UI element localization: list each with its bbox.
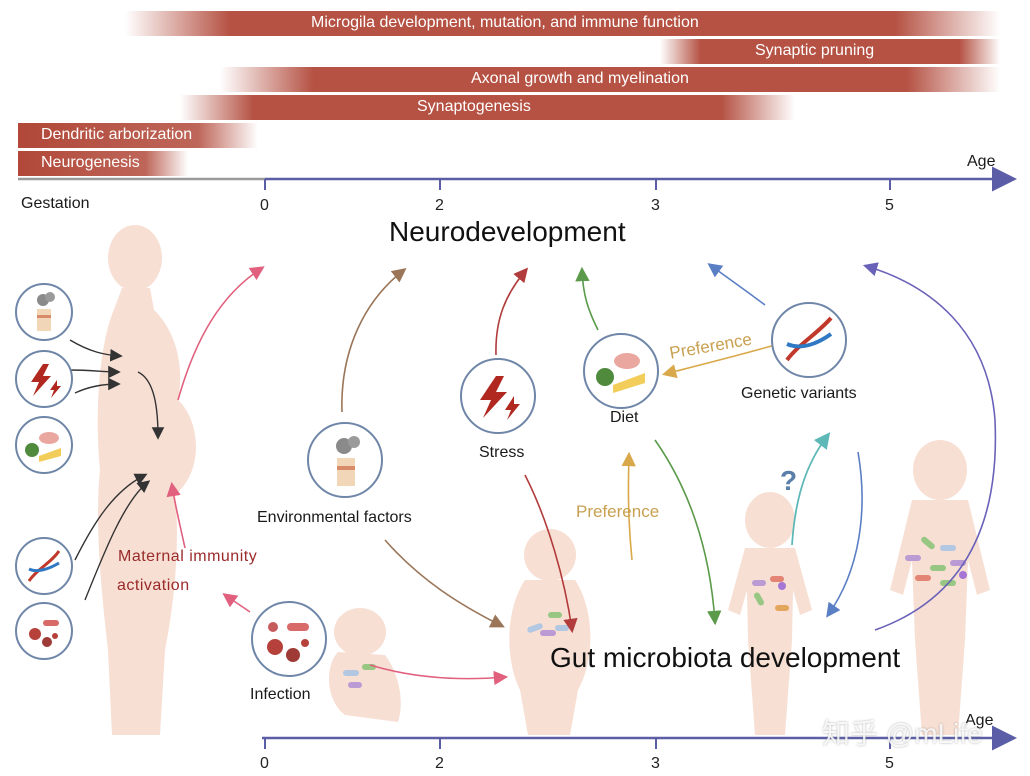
- diet-label: Diet: [610, 409, 639, 426]
- bottom-tick-3: 3: [651, 755, 660, 772]
- arrow-env-to-neuro: [341, 268, 407, 413]
- pollution-icon: [15, 283, 73, 341]
- bar-dendritic: [18, 123, 258, 148]
- bar-label-synaptic-pruning: Synaptic pruning: [660, 39, 1000, 63]
- bar-label-microglia: Microgila development, mutation, and imm…: [125, 11, 1000, 35]
- arrow-genetic-to-neuro: [707, 263, 766, 306]
- axis-gestation-label: Gestation: [21, 195, 90, 212]
- infection-label: Infection: [250, 686, 311, 703]
- arrow-genetic-to-gut: [826, 451, 863, 618]
- maternal-immunity-label: Maternal immunity: [118, 548, 258, 565]
- bar-text: Axonal growth and myelination: [471, 70, 689, 87]
- stress-bolt-icon: [15, 350, 73, 408]
- arrow-gut-to-neuro: [862, 262, 997, 631]
- arrow-preference-top: [661, 344, 776, 379]
- preference-label-mid: Preference: [576, 502, 660, 521]
- microbe-icon-left: [15, 602, 73, 660]
- arrow-env-to-gut: [384, 539, 505, 628]
- arrow-diet-to-neuro: [575, 266, 599, 331]
- bar-label-dendritic: Dendritic arborization: [18, 123, 258, 147]
- bar-synaptic-pruning: [660, 39, 1000, 64]
- dna-icon-left: [15, 537, 73, 595]
- gut-microbiota-title: Gut microbiota development: [550, 642, 901, 673]
- exposure-arrows: [69, 339, 165, 601]
- bar-label-axonal: Axonal growth and myelination: [220, 67, 1000, 91]
- axis-age-label-bottom: Age: [965, 712, 994, 729]
- arrow-gut-to-genetic: [791, 432, 831, 546]
- genetic-variants-icon: [771, 302, 847, 378]
- bottom-tick-2: 2: [435, 755, 444, 772]
- arrow-maternal-to-neuro: [177, 266, 265, 401]
- top-tick-5: 5: [885, 197, 894, 214]
- arrow-infection-up: [222, 593, 251, 613]
- bar-synaptogenesis: [180, 95, 795, 120]
- arrow-maternal-immunity: [166, 481, 186, 549]
- arrow-diet-to-gut: [654, 439, 722, 626]
- top-tick-0: 0: [260, 197, 269, 214]
- bar-text: Microgila development, mutation, and imm…: [311, 14, 699, 31]
- top-tick-2: 2: [435, 197, 444, 214]
- bar-text: Neurogenesis: [41, 154, 140, 171]
- bottom-tick-5: 5: [885, 755, 894, 772]
- bar-text: Dendritic arborization: [41, 126, 193, 143]
- bar-axonal-growth: [220, 67, 1000, 92]
- arrow-stress-to-neuro: [495, 267, 529, 356]
- neurodevelopment-title: Neurodevelopment: [389, 216, 626, 247]
- arrow-stress-to-gut: [524, 474, 578, 634]
- diet-icon: [583, 333, 659, 409]
- genetic-variants-label: Genetic variants: [741, 385, 857, 402]
- arrow-preference-mid: [621, 451, 636, 561]
- bar-label-synaptogenesis: Synaptogenesis: [180, 95, 795, 119]
- older-child-figure: [890, 440, 990, 735]
- bar-text: Synaptogenesis: [417, 98, 531, 115]
- bar-microglia: [125, 11, 1000, 36]
- axis-age-label-top: Age: [967, 153, 996, 170]
- pregnant-woman-figure: [97, 225, 197, 735]
- stress-icon: [460, 358, 536, 434]
- infant-figure: [328, 608, 401, 722]
- bottom-tick-0: 0: [260, 755, 269, 772]
- watermark: 知乎 @mLife: [822, 718, 983, 749]
- food-icon: [15, 416, 73, 474]
- bar-neurogenesis: [18, 151, 188, 176]
- arrow-infant-to-toddler: [369, 664, 509, 686]
- stress-label: Stress: [479, 444, 525, 461]
- infection-icon: [251, 601, 327, 677]
- bar-text: Synaptic pruning: [755, 42, 875, 59]
- top-tick-3: 3: [651, 197, 660, 214]
- question-mark: ?: [780, 465, 798, 496]
- environmental-factors-icon: [307, 422, 383, 498]
- maternal-activation-label: activation: [117, 577, 190, 594]
- child-figure: [728, 492, 812, 735]
- bar-label-neurogenesis: Neurogenesis: [18, 151, 188, 175]
- environmental-factors-label: Environmental factors: [257, 509, 412, 526]
